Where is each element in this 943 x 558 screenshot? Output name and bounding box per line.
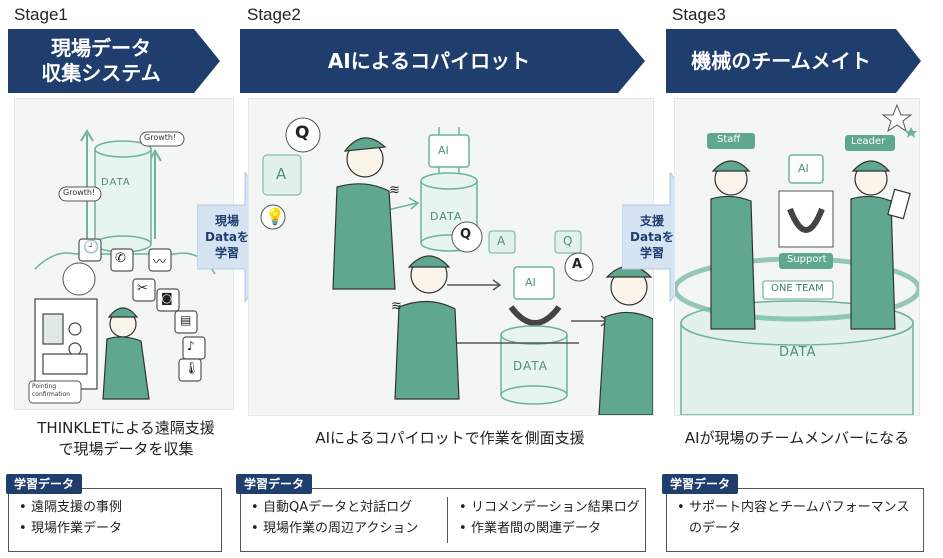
question-bubble-left: Q: [295, 123, 310, 143]
pointing-confirmation-note: Pointing confirmation: [32, 383, 70, 398]
growth-label-top: Growth!: [144, 133, 177, 142]
stage3-title: 機械のチームメイト: [691, 48, 871, 73]
support-label: Support: [787, 254, 827, 265]
staff-label: Staff: [717, 134, 741, 145]
stage1-illustration: DATA Growth! Growth! Pointing confirmati…: [14, 98, 234, 410]
tools-icon: ✂: [137, 281, 148, 296]
one-team-label: ONE TEAM: [771, 283, 824, 294]
stage1-title-line1: 現場データ: [51, 36, 151, 60]
stage2-banner: AIによるコパイロット: [240, 29, 645, 93]
question-bubble-mid: Q: [460, 227, 472, 242]
question-bubble-right-small: Q: [563, 234, 573, 248]
clock-icon: 🕘: [83, 240, 100, 255]
stage1-training-box: 遠隔支援の事例 現場作業データ: [8, 488, 222, 552]
answer-bubble-mid: A: [497, 234, 506, 248]
signal-icon: ≋: [389, 183, 400, 198]
stage1-label: Stage1: [14, 5, 68, 24]
stage1-data-label: DATA: [101, 177, 131, 188]
stage2-label: Stage2: [247, 5, 301, 24]
signal-icon-mid: ≋: [391, 299, 402, 314]
stage3-training-box: サポート内容とチームパフォーマンス のデータ: [666, 488, 924, 552]
stage3-training-item: サポート内容とチームパフォーマンス のデータ: [675, 497, 923, 539]
growth-label-left: Growth!: [63, 188, 96, 197]
arrow2-line3: 学習: [639, 246, 664, 260]
stage3-caption: AIが現場のチームメンバーになる: [684, 429, 910, 447]
stage3-illustration: Staff Leader AI Support ONE TEAM DATA: [674, 98, 920, 416]
stage2-training-item: 作業者間の関連データ: [457, 518, 640, 539]
leader-label: Leader: [851, 136, 886, 147]
stage2-illustration: Q A AI DATA Q A Q A AI DATA 💡 ≋ ≋: [248, 98, 654, 416]
stage2-training-item: リコメンデーション結果ログ: [457, 497, 640, 518]
arrow1-line3: 学習: [214, 246, 239, 260]
stage1-training-tag: 学習データ: [6, 474, 83, 494]
answer-bubble-left: A: [276, 165, 287, 183]
stage3-label: Stage3: [672, 5, 726, 24]
stage2-training-divider: [447, 497, 448, 543]
stage3-data-label: DATA: [779, 345, 817, 360]
stage1-training-item: 現場作業データ: [17, 518, 221, 539]
camera-icon: ◙: [161, 291, 173, 305]
stage1-title-line2: 収集システム: [41, 61, 161, 85]
answer-bubble-right: A: [572, 257, 583, 272]
document-icon: ▤: [180, 313, 192, 327]
stage1-caption: THINKLETによる遠隔支援 で現場データを収集: [37, 419, 215, 458]
wave-icon: 〰: [153, 255, 167, 270]
stage1-banner: 現場データ 収集システム: [8, 29, 220, 93]
stage2-data-top: DATA: [430, 210, 463, 223]
stage1-training-item: 遠隔支援の事例: [17, 497, 221, 518]
arrow2-line2: Dataを: [630, 230, 674, 244]
stage2-training-item: 自動QAデータと対話ログ: [249, 497, 418, 518]
stage2-training-tag: 学習データ: [236, 474, 313, 494]
speaker-icon: ♪: [187, 339, 195, 353]
phone-icon: ✆: [115, 251, 126, 266]
stage2-training-box: 自動QAデータと対話ログ 現場作業の周辺アクション リコメンデーション結果ログ …: [240, 488, 646, 552]
stage2-caption: AIによるコパイロットで作業を側面支援: [315, 429, 585, 447]
stage2-training-item: 現場作業の周辺アクション: [249, 518, 418, 539]
ai-chip-bottom: AI: [525, 276, 536, 289]
arrow2-line1: 支援: [639, 214, 664, 228]
thermometer-icon: 🌡: [184, 361, 200, 375]
stage2-data-bottom: DATA: [513, 359, 548, 373]
arrow1-line2: Dataを: [205, 230, 249, 244]
ai-chip-stage3: AI: [798, 162, 809, 175]
lightbulb-icon: 💡: [265, 207, 285, 226]
stage3-banner: 機械のチームメイト: [666, 29, 921, 93]
ai-chip-top: AI: [438, 144, 449, 157]
stage3-training-tag: 学習データ: [662, 474, 739, 494]
arrow1-line1: 現場: [214, 214, 239, 228]
stage2-title: AIによるコパイロット: [327, 48, 531, 73]
